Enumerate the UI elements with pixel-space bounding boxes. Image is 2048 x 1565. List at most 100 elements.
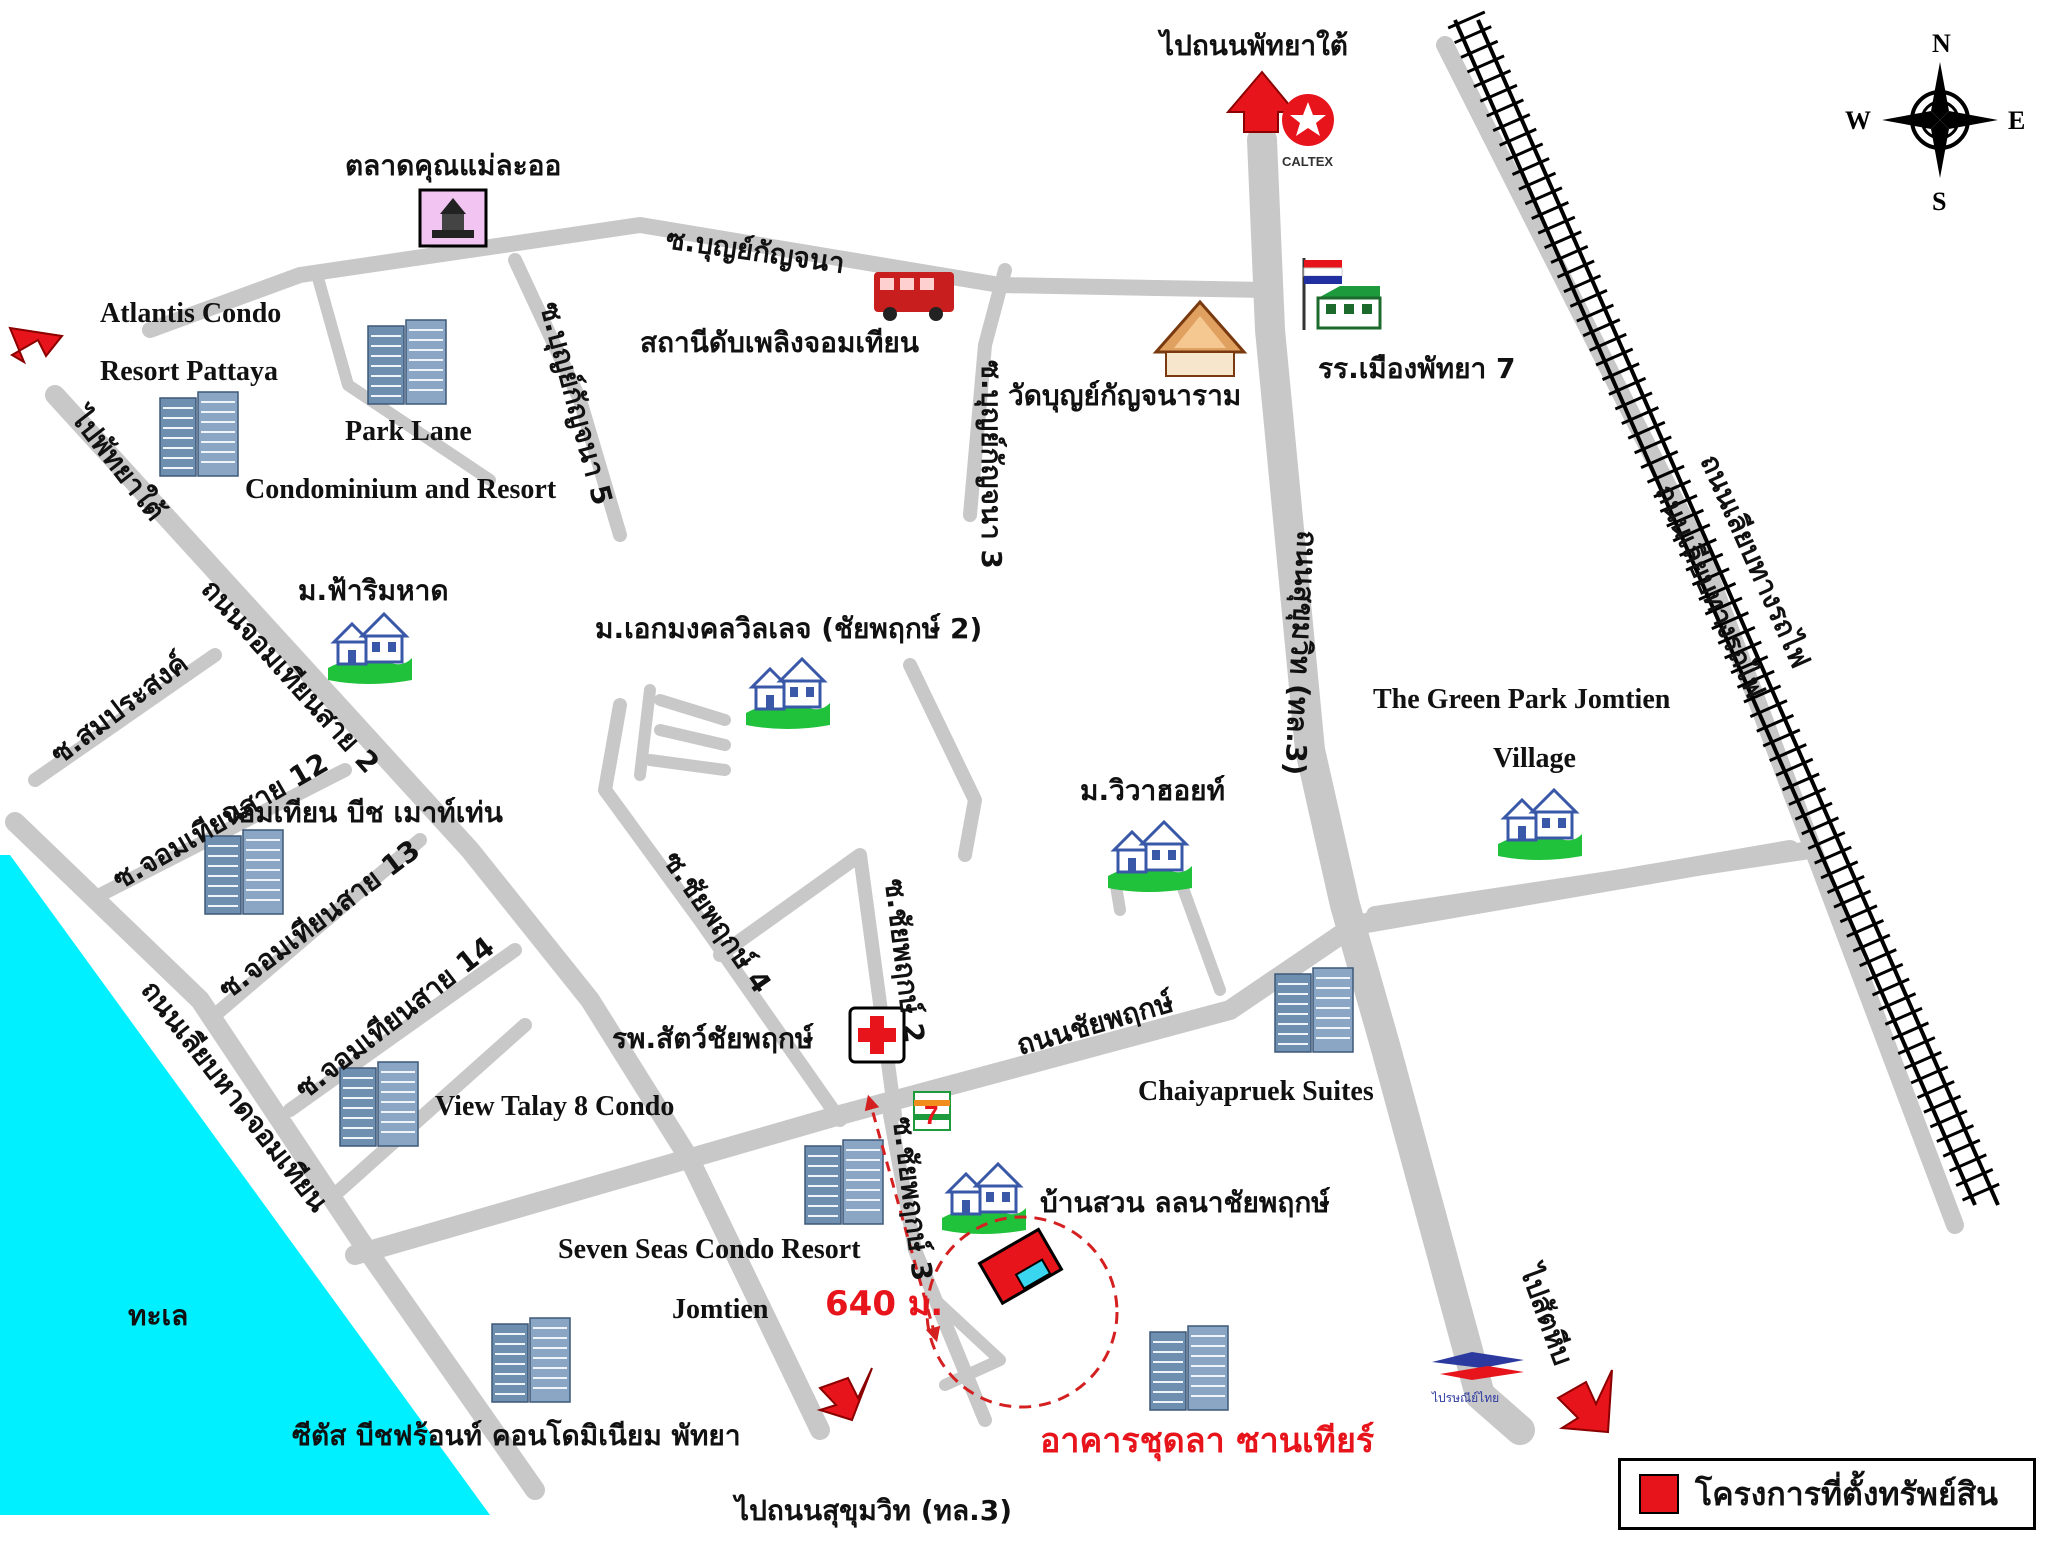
railway-tie [1807,831,1846,850]
railway-tie [1949,1153,1987,1173]
compass-s: S [1932,187,1946,216]
legend-label: โครงการที่ตั้งทรัพย์สิน [1695,1474,1998,1513]
label-temple: วัดบุญย์กัญจนาราม [1008,379,1241,413]
railway-tie [1769,743,1807,762]
railway-tie [1634,435,1672,455]
label-baan-suan: บ้านสวน ลลนาชัยพฤกษ์ [1040,1186,1330,1219]
label-sea: ทะเล [128,1299,188,1332]
road-wiwa-loop [1109,874,1226,996]
label-project: อาคารชุดลา ซานเทียร์ [1040,1421,1375,1462]
label-green-park-2: Village [1493,743,1576,774]
compass-w: W [1845,106,1871,135]
railway-tie [1955,1168,1994,1187]
condo-building-icon [1274,967,1354,1053]
project-marker-icon [977,1227,1064,1306]
road-green-park [1366,841,1819,924]
label-fire-station: สถานีดับเพลิงจอมเทียน [640,326,919,359]
seven-eleven-text: 7 [924,1100,938,1130]
railway-tie [1910,1065,1949,1085]
railway-tie [1826,875,1865,894]
label-park-lane-2: Condominium and Resort [245,474,557,505]
thaipost-text: ไปรษณีย์ไทย [1431,1391,1499,1405]
label-view-talay: View Talay 8 Condo [435,1091,674,1122]
label-distance: 640 ม. [825,1284,943,1324]
fire-truck-icon [874,272,954,321]
project-radius [925,1215,1119,1409]
railway-tie [1672,523,1711,543]
condo-building-icon [1149,1325,1229,1411]
road-somprasong [28,648,222,787]
railway-tie [1801,816,1840,836]
compass-icon: N S E W [1845,29,2025,216]
label-atlantis-2: Resort Pattaya [100,356,278,387]
label-ekmongkol: ม.เอกมงคลวิลเลจ (ชัยพฤกษ์ 2) [595,612,982,645]
label-soi-bunkanjana-3: ซ.บุญย์กัญจนา 3 [974,360,1008,569]
railway-tie [1942,1138,1981,1158]
railway-tie [1589,332,1627,352]
railway-tie [1486,98,1524,118]
railway-tie [1904,1050,1942,1070]
railway-tie [1544,230,1582,250]
railway-tie [1865,962,1904,982]
railway-tie [1756,713,1795,733]
railway-tie [1447,10,1486,30]
railway-tie [1499,127,1537,147]
railway-tie [1859,948,1897,968]
railway-tie [1454,25,1492,45]
road-beach [5,812,545,1500]
railway-tie [1492,113,1531,132]
railway-tie [1691,567,1730,587]
railway-tie [1916,1080,1955,1099]
railway-tie [1511,157,1550,176]
railway-tie [1466,54,1505,74]
railway-tie [1479,83,1518,103]
railway-tie [1891,1021,1930,1041]
label-seven-seas-1: Seven Seas Condo Resort [558,1234,861,1265]
label-atlantis-1: Atlantis Condo [100,298,281,329]
sea-area [0,855,490,1515]
label-market: ตลาดคุณแม่ละออ [345,149,561,183]
road-soi-bunkanjana-3 [963,263,1012,522]
railway-tie [1730,655,1769,675]
railway-tie [1852,933,1891,953]
railway-tie [1749,699,1788,719]
railway-tie [1556,259,1595,279]
label-to-sattahip: ไปสัตหีบ [1512,1258,1579,1369]
hospital-cross-icon [848,1006,906,1064]
road-view-talay [333,1018,532,1197]
thaipost-logo-icon: ไปรษณีย์ไทย [1431,1352,1524,1405]
railway [1447,10,2000,1206]
label-chaiyapruek-suites: Chaiyapruek Suites [1138,1076,1374,1107]
railway-tie [1679,538,1717,557]
label-seatus: ซีตัส บีชฟร้อนท์ คอนโดมิเนียม พัทยา [292,1418,741,1452]
railway-tie [1627,420,1666,440]
railway-tie [1833,889,1872,909]
railway-tie [1685,552,1724,572]
label-fa-rim-hat: ม.ฟ้าริมหาด [298,574,449,607]
railway-tie [1878,992,1917,1012]
railway-tie [1704,596,1743,616]
railway-tie [1518,171,1557,191]
railway-tie [1659,494,1698,513]
railway-tie [1781,772,1820,792]
railway-tie [1537,215,1576,235]
railway-tie [1711,611,1750,631]
caltex-text: CALTEX [1282,154,1333,169]
railway-tie [1569,288,1608,308]
village-house-icon [1496,788,1584,862]
label-green-park-1: The Green Park Jomtien [1373,684,1671,715]
railway-tie [1897,1036,1936,1056]
railway-tie [1846,918,1885,938]
label-to-pattaya-tai-top: ไปถนนพัทยาใต้ [1157,29,1348,62]
railway-tie [1582,318,1621,338]
label-soi-chaiyapruek-3: ซ.ชัยพฤกษ์ 3 [886,1115,939,1283]
railway-tie [1576,303,1615,323]
railway-tie [1614,391,1653,411]
road-chaiyapruek-4 [598,698,847,1127]
legend: โครงการที่ตั้งทรัพย์สิน [1618,1458,2036,1530]
label-soi-bunkanjana: ซ.บุญย์กัญจนา [664,222,847,281]
compass-n: N [1932,29,1951,58]
legend-swatch [1639,1474,1679,1514]
railway-tie [1653,479,1692,499]
